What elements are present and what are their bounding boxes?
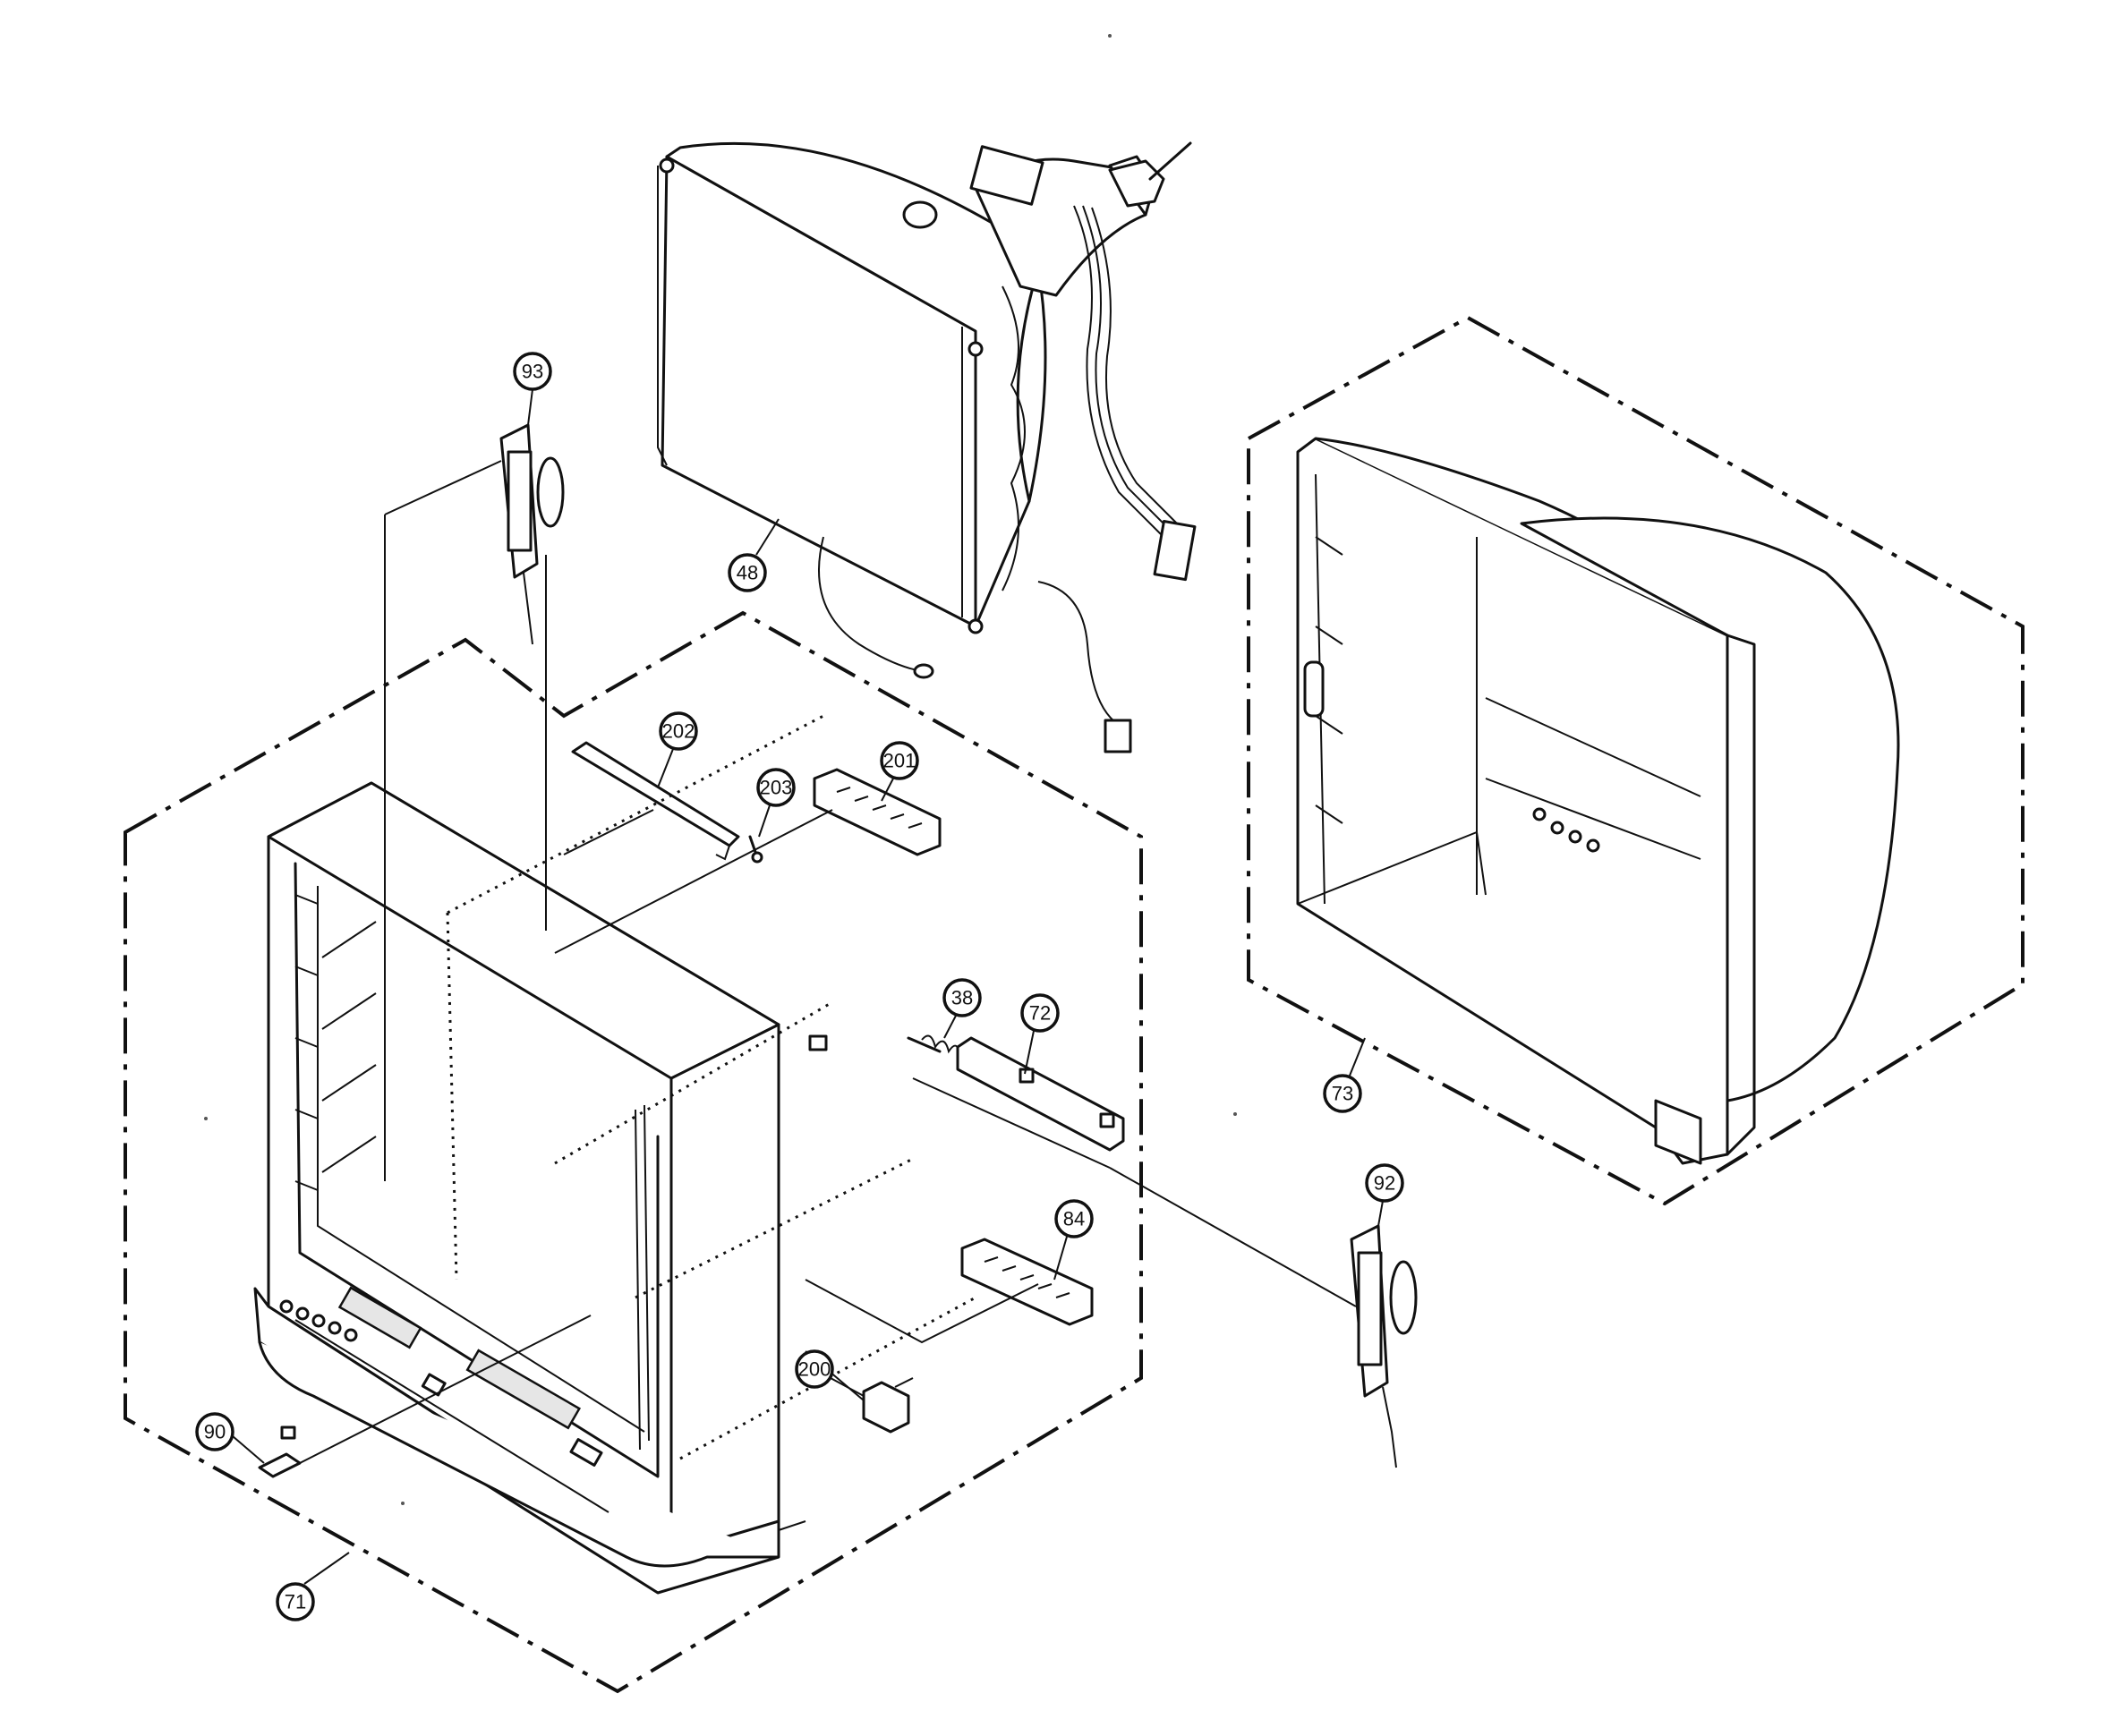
- callout-71-label: 71: [285, 1591, 306, 1613]
- callout-90-label: 90: [204, 1421, 226, 1443]
- leader-lines: [299, 460, 1357, 1531]
- screw-203: [748, 835, 763, 864]
- switch-200: [862, 1377, 914, 1434]
- front-cabinet-71: [124, 610, 1143, 1694]
- speaker-92: [1350, 1224, 1418, 1468]
- callout-84: 84: [1053, 1199, 1094, 1281]
- callout-93: 93: [513, 352, 552, 426]
- callout-202-label: 202: [662, 720, 695, 743]
- button-assembly-84: [960, 1238, 1094, 1326]
- callout-48-label: 48: [737, 562, 758, 584]
- callout-201-label: 201: [883, 750, 916, 772]
- callout-203: 203: [756, 768, 796, 838]
- rear-cabinet-73: [1247, 315, 2024, 1206]
- picture-tube-48: [657, 141, 1197, 753]
- badge-90: [258, 1425, 302, 1478]
- callout-90: 90: [195, 1412, 265, 1464]
- callout-38-label: 38: [951, 987, 973, 1009]
- callout-92-label: 92: [1374, 1172, 1395, 1195]
- callout-84-label: 84: [1063, 1208, 1085, 1230]
- speck: [1108, 34, 1112, 38]
- button-assembly-201: [813, 768, 942, 856]
- callout-201: 201: [880, 741, 919, 802]
- callout-92: 92: [1365, 1163, 1404, 1227]
- callout-71: 71: [276, 1552, 350, 1621]
- callout-202: 202: [657, 711, 698, 788]
- callout-200: 200: [795, 1349, 865, 1397]
- speck: [401, 1502, 405, 1505]
- callout-72-label: 72: [1029, 1002, 1051, 1025]
- bracket-bar-202: [571, 741, 740, 861]
- callout-200-label: 200: [798, 1358, 831, 1381]
- callout-73-label: 73: [1332, 1083, 1353, 1105]
- callout-48: 48: [728, 518, 780, 592]
- callout-93-label: 93: [522, 361, 543, 383]
- speck: [1233, 1112, 1237, 1116]
- callout-72: 72: [1020, 993, 1060, 1075]
- callout-203-label: 203: [760, 777, 793, 799]
- callout-73: 73: [1323, 1037, 1366, 1113]
- callout-38: 38: [942, 978, 982, 1039]
- spring-38: [907, 1034, 960, 1057]
- speck: [204, 1117, 208, 1120]
- panel-door-72: [956, 1036, 1125, 1152]
- speaker-93: [499, 423, 565, 645]
